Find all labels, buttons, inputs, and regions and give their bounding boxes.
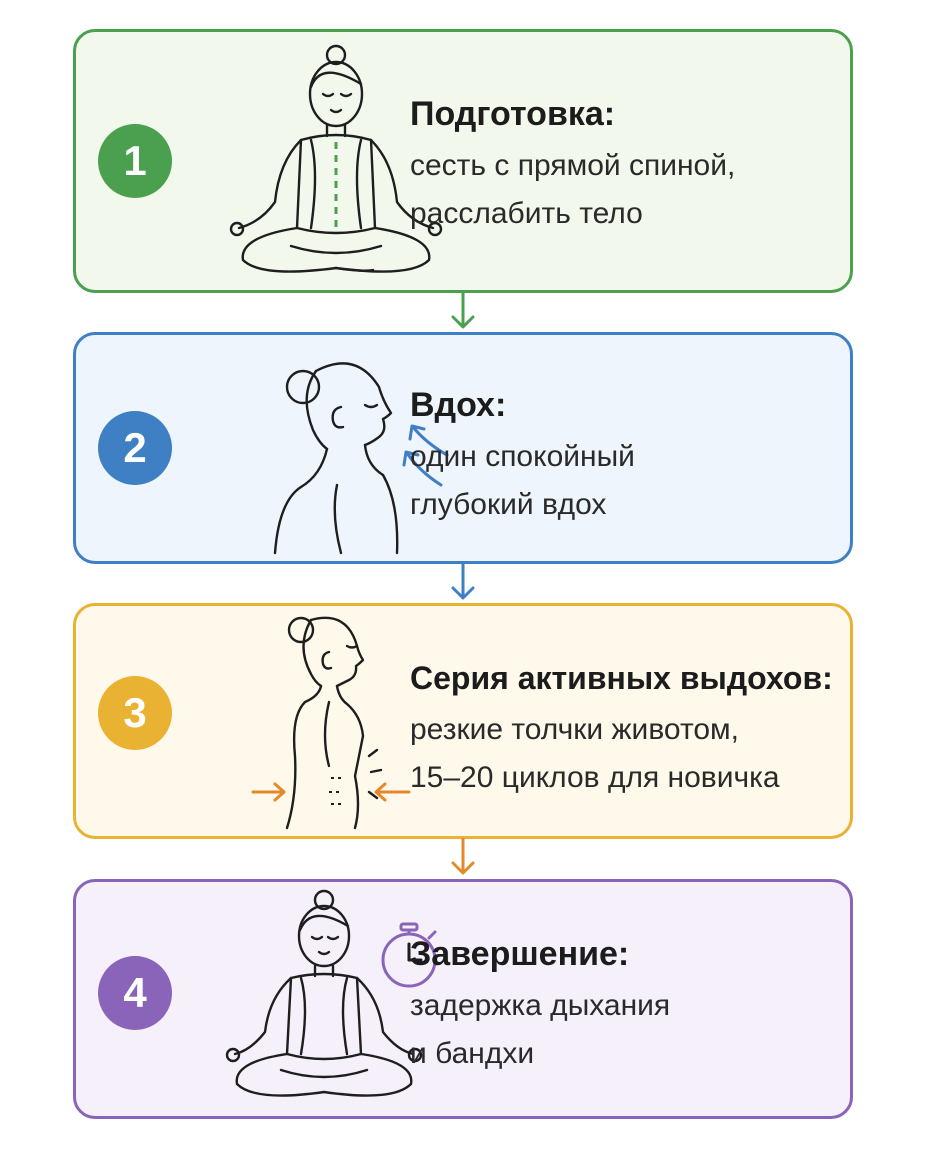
step-card-1: 1 Подготовка: сесть с прямой спиной, рас…: [73, 29, 853, 293]
step-description-line: глубокий вдох: [410, 488, 607, 521]
step-number-badge: 2: [98, 411, 172, 485]
step-description-line: 15–20 циклов для новичка: [410, 761, 780, 794]
step-description-line: сесть с прямой спиной,: [410, 149, 736, 182]
arrow-down-icon: [451, 292, 475, 329]
step-description-line: расслабить тело: [410, 197, 643, 230]
step-title: Вдох:: [410, 386, 507, 424]
abdominal-exhale-icon: [251, 616, 411, 830]
step-description-line: резкие толчки животом,: [410, 713, 739, 746]
step-description-line: и бандхи: [410, 1037, 535, 1070]
seated-meditation-icon: [229, 44, 443, 273]
seated-meditation-timer-icon: [225, 889, 437, 1097]
step-card-3: 3 Серия активных выдохов: резкие толчки …: [73, 603, 853, 839]
step-number-badge: 4: [98, 956, 172, 1030]
step-card-2: 2 Вдох: один спокойный глубокий вдох: [73, 332, 853, 564]
step-description-line: задержка дыхания: [410, 989, 671, 1022]
step-card-4: 4 Завершение: задержка дыхания и ба: [73, 879, 853, 1119]
step-title: Подготовка:: [410, 95, 616, 133]
step-number-badge: 3: [98, 676, 172, 750]
step-title: Завершение:: [410, 935, 630, 973]
step-title: Серия активных выдохов:: [410, 660, 833, 696]
step-description-line: один спокойный: [410, 440, 635, 473]
arrow-down-icon: [451, 563, 475, 600]
step-number-badge: 1: [98, 124, 172, 198]
arrow-down-icon: [451, 838, 475, 875]
head-inhale-icon: [273, 362, 449, 555]
